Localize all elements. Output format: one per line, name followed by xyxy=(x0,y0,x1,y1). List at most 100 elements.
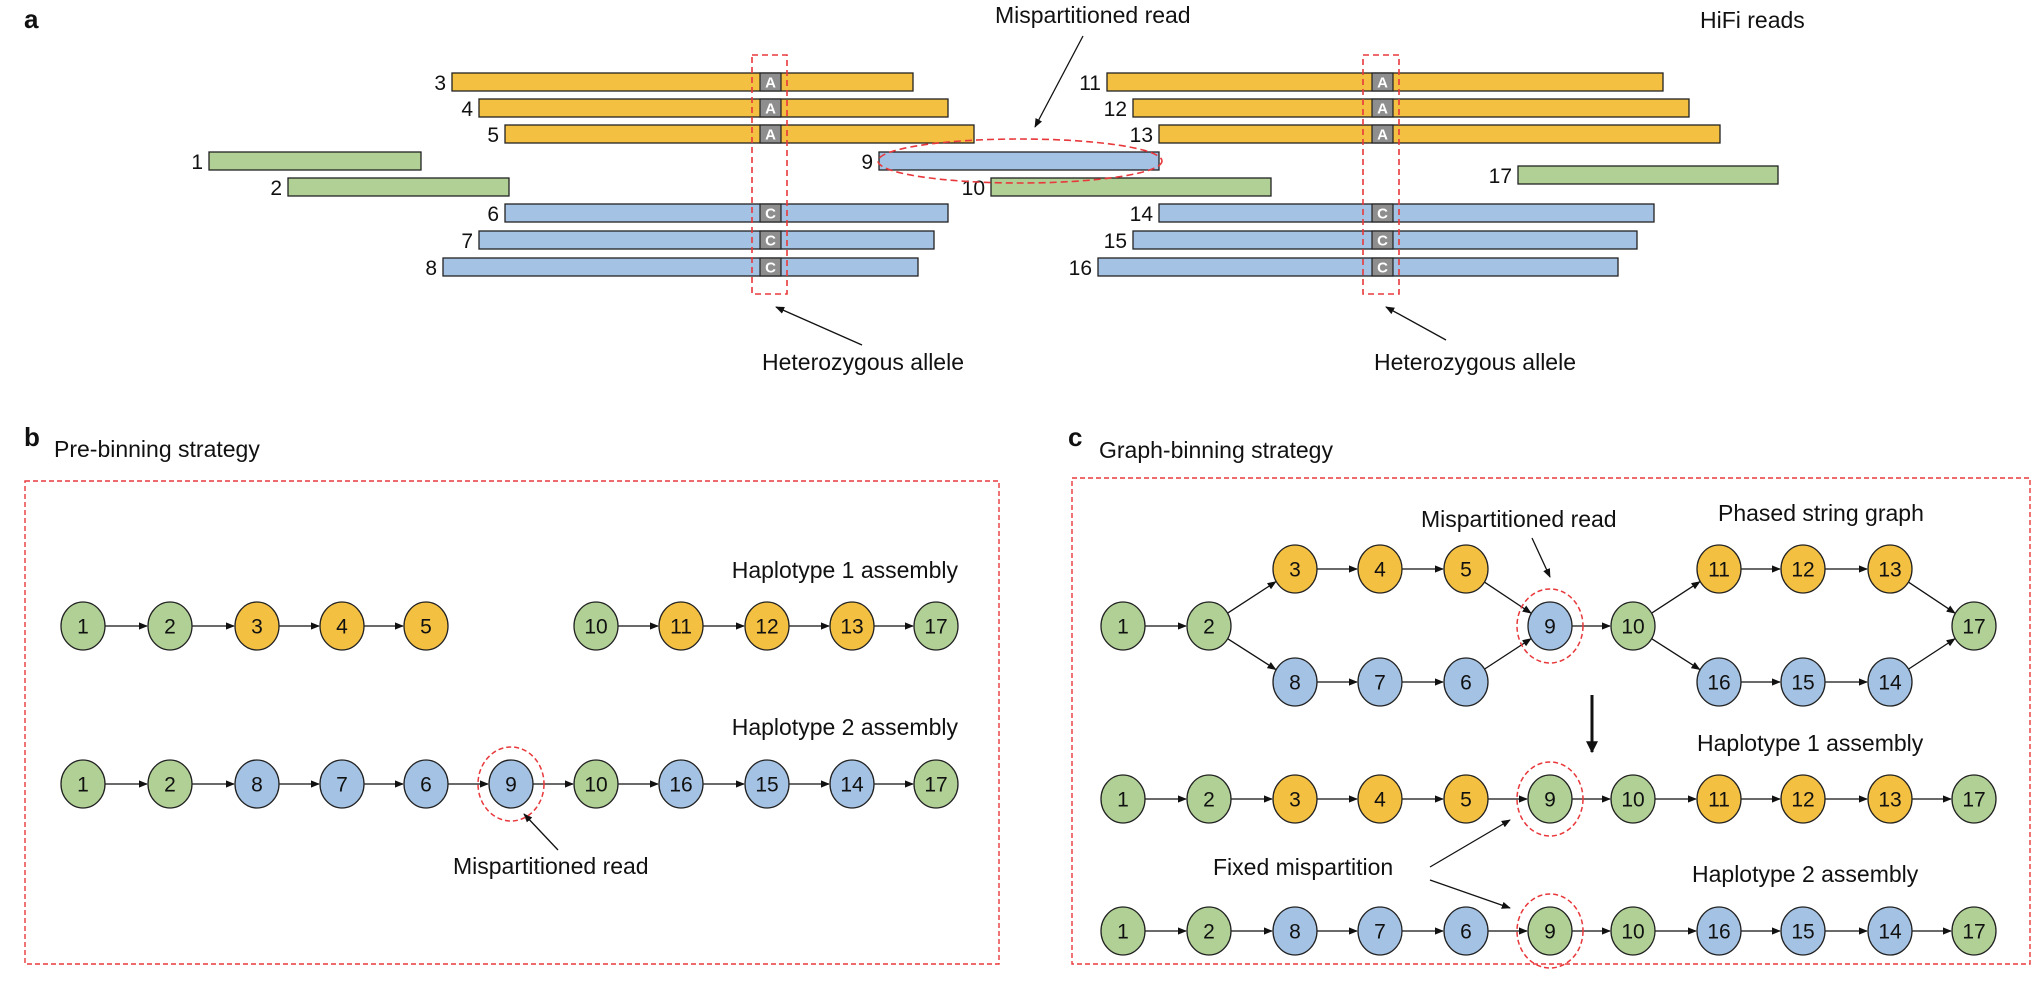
node-8: 8 xyxy=(1272,657,1318,707)
read-id-label: 6 xyxy=(487,203,499,226)
read-bar xyxy=(287,177,510,197)
mispartitioned-read-label-a: Mispartitioned read xyxy=(995,2,1191,28)
node-circle xyxy=(1951,774,1997,824)
node-4: 4 xyxy=(1357,774,1403,824)
node-circle xyxy=(234,759,280,809)
node-label: 9 xyxy=(505,774,517,797)
node-17: 17 xyxy=(913,759,959,809)
node-label: 17 xyxy=(924,774,947,797)
allele-letter: A xyxy=(1377,127,1388,144)
phased-string-graph-label: Phased string graph xyxy=(1718,500,1924,526)
node-label: 14 xyxy=(1878,672,1902,695)
node-circle xyxy=(1696,657,1742,707)
fixed-arrow-up xyxy=(1429,819,1511,868)
node-label: 10 xyxy=(584,616,607,639)
node-9: 9 xyxy=(1516,893,1584,969)
node-circle xyxy=(1610,601,1656,651)
node-label: 10 xyxy=(1621,921,1644,944)
node-label: 13 xyxy=(840,616,863,639)
allele-box xyxy=(759,98,782,118)
node-circle xyxy=(744,601,790,651)
allele-box xyxy=(1371,257,1394,277)
node-label: 9 xyxy=(1544,616,1556,639)
node-circle xyxy=(913,759,959,809)
panel-b-hap1-label: Haplotype 1 assembly xyxy=(732,557,959,583)
node-12: 12 xyxy=(1780,774,1826,824)
node-7: 7 xyxy=(1357,657,1403,707)
node-circle xyxy=(1696,774,1742,824)
node-circle xyxy=(829,759,875,809)
node-17: 17 xyxy=(1951,774,1997,824)
node-circle xyxy=(403,601,449,651)
allele-letter: C xyxy=(1377,206,1388,223)
node-14: 14 xyxy=(1867,657,1913,707)
node-circle xyxy=(1867,906,1913,956)
node-8: 8 xyxy=(234,759,280,809)
node-circle xyxy=(913,601,959,651)
read-1: 1 xyxy=(191,151,422,174)
node-circle xyxy=(1100,774,1146,824)
node-circle xyxy=(1780,544,1826,594)
read-2: 2 xyxy=(270,177,510,200)
panel-c-mispartitioned-label: Mispartitioned read xyxy=(1421,506,1617,532)
node-circle xyxy=(1186,774,1232,824)
node-label: 17 xyxy=(1962,789,1985,812)
node-13: 13 xyxy=(829,601,875,651)
node-label: 12 xyxy=(1791,789,1814,812)
read-id-label: 10 xyxy=(962,177,985,200)
het-arrow-left xyxy=(775,306,863,346)
read-9: 9 xyxy=(861,151,1160,174)
read-bar xyxy=(504,203,949,223)
node-label: 5 xyxy=(1460,789,1472,812)
node-label: 12 xyxy=(755,616,778,639)
node-1: 1 xyxy=(1100,601,1146,651)
allele-letter: C xyxy=(1377,260,1388,277)
node-label: 17 xyxy=(924,616,947,639)
read-bar xyxy=(1132,98,1690,118)
node-6: 6 xyxy=(1443,906,1489,956)
read-id-label: 9 xyxy=(861,151,873,174)
panel-b-hap2-label: Haplotype 2 assembly xyxy=(732,714,959,740)
node-label: 16 xyxy=(1707,921,1730,944)
node-label: 8 xyxy=(251,774,263,797)
edge-arrow xyxy=(1907,581,1956,614)
node-9: 9 xyxy=(1516,588,1584,664)
read-bar xyxy=(1158,203,1655,223)
read-id-label: 2 xyxy=(270,177,282,200)
node-label: 9 xyxy=(1544,921,1556,944)
node-label: 10 xyxy=(1621,789,1644,812)
node-label: 2 xyxy=(1203,789,1215,812)
node-circle xyxy=(1100,601,1146,651)
node-label: 5 xyxy=(420,616,432,639)
het-allele-label-left: Heterozygous allele xyxy=(762,349,964,375)
allele-box xyxy=(759,257,782,277)
node-1: 1 xyxy=(60,759,106,809)
node-circle xyxy=(1357,657,1403,707)
node-label: 6 xyxy=(420,774,432,797)
node-15: 15 xyxy=(1780,657,1826,707)
node-label: 10 xyxy=(584,774,607,797)
node-8: 8 xyxy=(1272,906,1318,956)
node-circle xyxy=(319,759,365,809)
node-7: 7 xyxy=(319,759,365,809)
node-4: 4 xyxy=(319,601,365,651)
node-circle xyxy=(1867,774,1913,824)
node-13: 13 xyxy=(1867,544,1913,594)
node-label: 16 xyxy=(669,774,692,797)
node-10: 10 xyxy=(573,601,619,651)
node-label: 2 xyxy=(1203,921,1215,944)
highlight-ring xyxy=(1516,893,1584,969)
read-id-label: 1 xyxy=(191,151,203,174)
node-circle xyxy=(1357,774,1403,824)
node-circle xyxy=(829,601,875,651)
allele-box xyxy=(1371,203,1394,223)
panel-c-title: Graph-binning strategy xyxy=(1099,437,1333,463)
node-circle xyxy=(573,601,619,651)
node-label: 7 xyxy=(336,774,348,797)
